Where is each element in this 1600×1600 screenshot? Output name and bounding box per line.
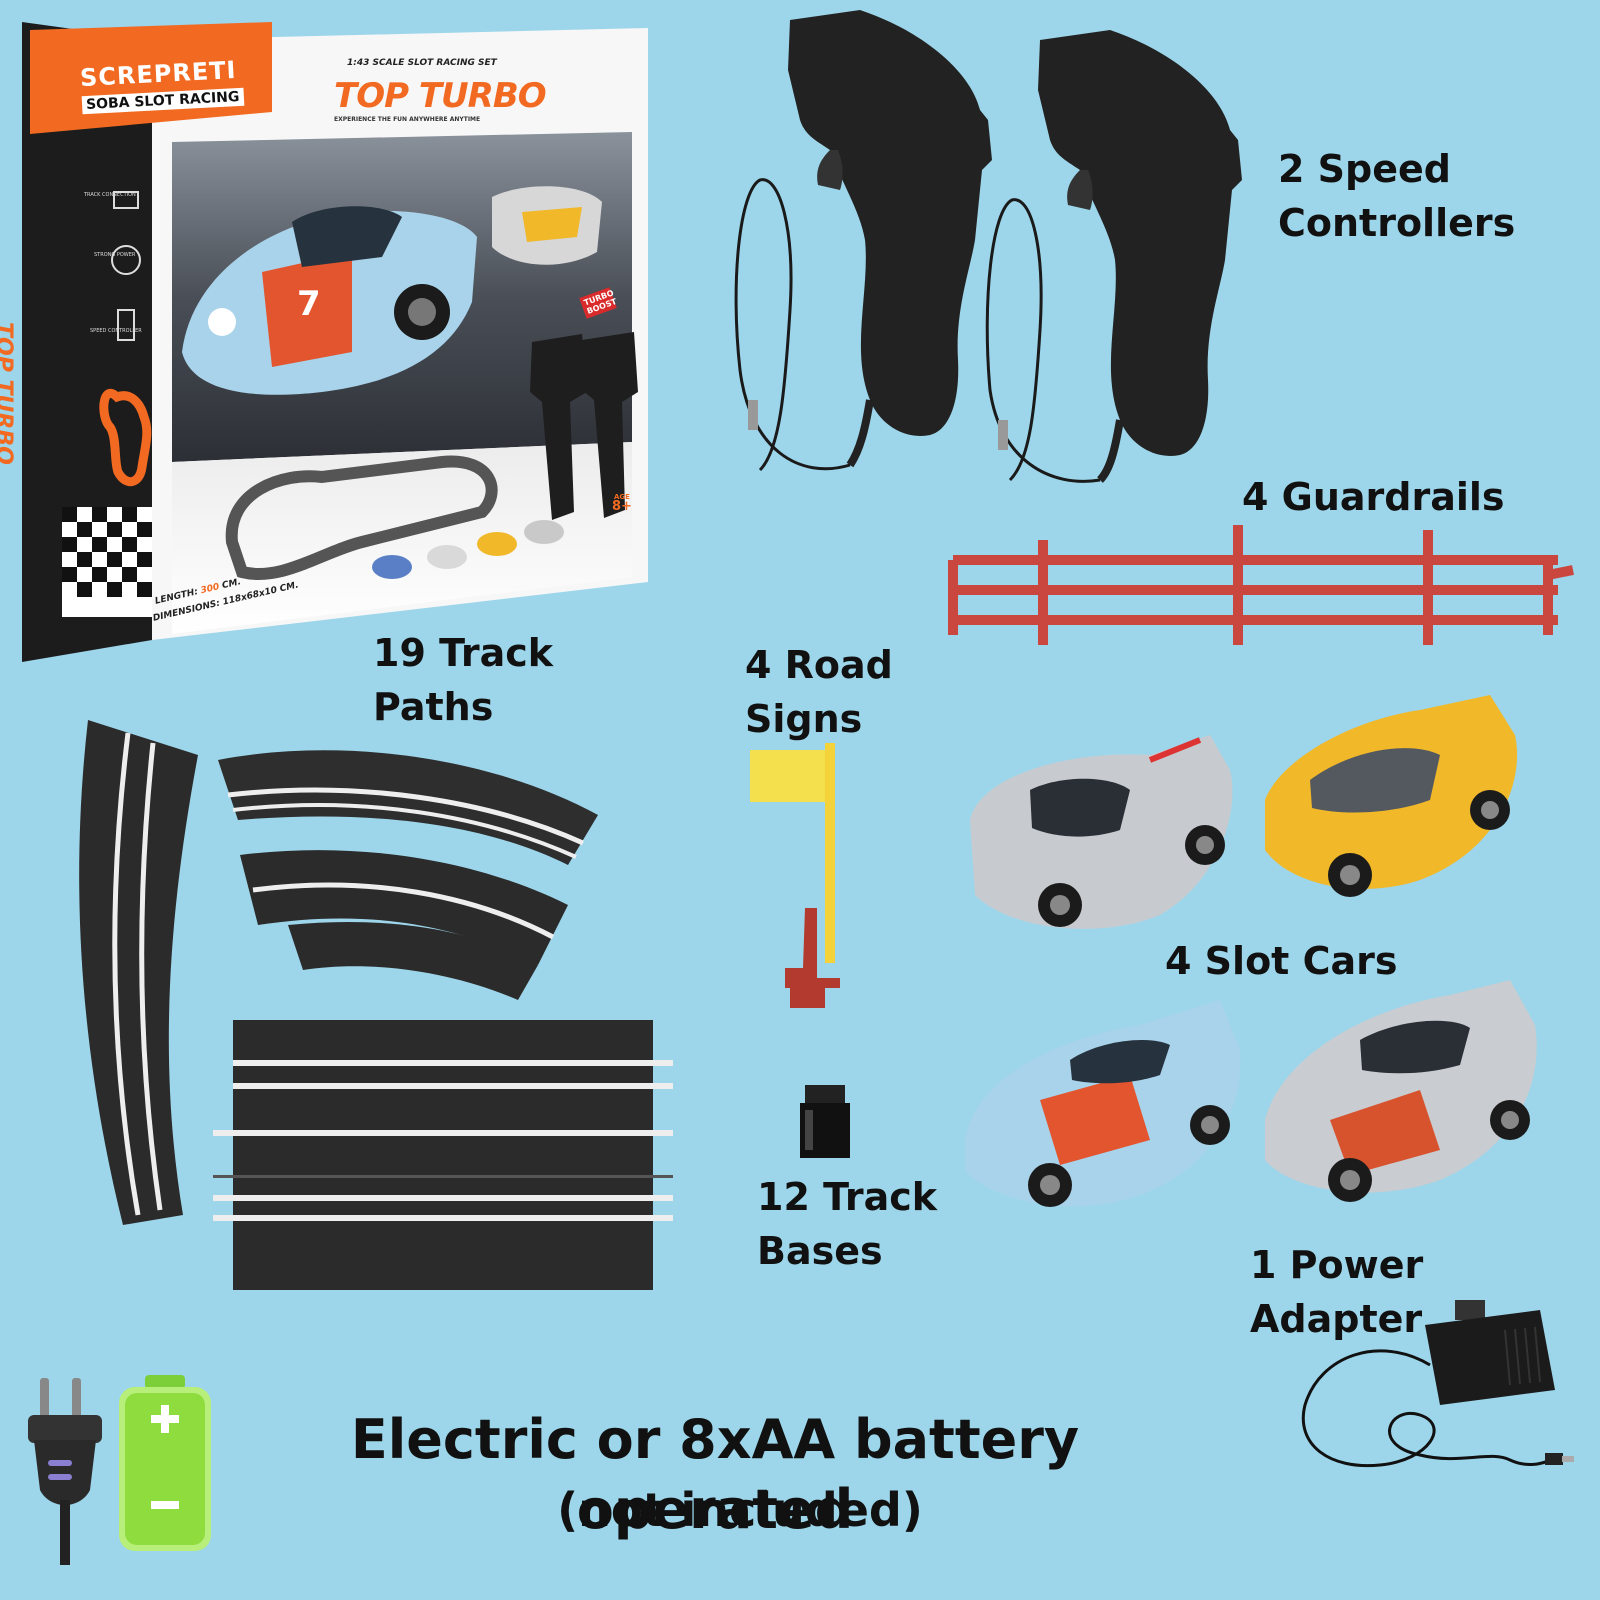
box-title: TOP TURBO [334,76,547,116]
speed-controllers-image [734,10,1242,483]
battery-icon [119,1375,211,1551]
box-age-value: 8+ [612,499,632,514]
guardrail-image [948,525,1574,645]
footer-note: (not included) [557,1483,923,1537]
box-controllers-illustration [530,332,638,520]
adapter-cable [1301,1349,1551,1468]
product-box: SCREPRETI SOBA SLOT RACING 1:43 SCALE SL… [0,22,652,662]
slot-cars-image [965,695,1537,1207]
box-side-title: TOP TURBO [0,322,16,465]
slot-car-yellow [1265,695,1518,897]
box-cars-row [372,520,564,579]
road-sign-base [785,908,840,1008]
track-piece-straight-stack [213,1020,673,1290]
road-sign-image [750,743,840,1008]
box-feature-2: STRONG POWER [94,252,136,258]
slot-car-blue-7 [965,1000,1241,1207]
box-age: AGE 8+ [612,492,632,514]
box-age-label: AGE [614,493,630,501]
power-adapter-image [1301,1300,1574,1468]
box-feature-1: TRACK CONNECTION [84,192,136,198]
label-road-signs: 4 Road Signs [745,643,893,741]
slot-car-police [970,735,1233,929]
box-track-layout-illustration [225,455,498,580]
box-scale: 1:43 SCALE SLOT RACING SET [347,58,497,68]
track-paths-image [79,720,673,1290]
checkered-flag-graphic [62,507,152,617]
label-guardrails: 4 Guardrails [1242,475,1505,519]
label-track-paths: 19 Track Paths [373,631,554,729]
adapter-brick [1425,1310,1555,1405]
controller-right [985,30,1242,483]
box-tagline: EXPERIENCE THE FUN ANYWHERE ANYTIME [334,116,481,123]
track-base-image [800,1085,850,1158]
track-piece-curve-stack [218,750,598,1000]
label-power-adapter: 1 Power Adapter [1250,1243,1424,1341]
box-feature-3: SPEED CONTROLLER [90,328,142,334]
guardrail-shape [948,525,1574,645]
label-slot-cars: 4 Slot Cars [1165,939,1398,983]
slot-car-silver-race [1265,980,1537,1202]
track-piece-curve-left [79,720,198,1225]
product-box-art [22,22,648,662]
footer-power-line: Electric or 8xAA battery operated [350,1408,1080,1541]
box-car-number: 7 [297,284,321,324]
label-speed-controllers: 2 Speed Controllers [1278,147,1516,245]
road-sign-flag [750,750,825,802]
controller-left [734,10,992,472]
plug-icon [28,1378,102,1565]
road-sign-pole [825,743,835,963]
label-track-bases: 12 Track Bases [757,1175,938,1273]
box-race-car-illustration [182,186,602,395]
